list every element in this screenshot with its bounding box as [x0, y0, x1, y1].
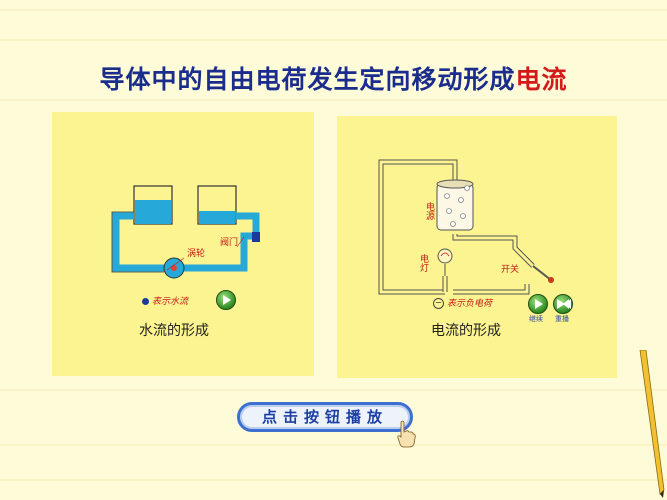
water-flow-diagram: 阀门 涡轮 [111, 185, 260, 279]
water-caption: 水流的形成 [139, 323, 209, 339]
play-all-button[interactable]: 点击按钮播放 [237, 402, 413, 432]
title-highlight: 电流 [515, 65, 568, 94]
negative-charge-icon: − [433, 298, 444, 309]
circuit-continue-button[interactable] [528, 294, 548, 314]
water-legend: 表示水流 [142, 294, 188, 307]
turbine-label: 涡轮 [187, 247, 205, 259]
circuit-panel: 电源 电灯 开关 −表示负电荷 继续 重播 电流的形成 [337, 116, 617, 378]
page-title: 导体中的自由电荷发生定向移动形成电流 [0, 60, 667, 96]
water-dot-icon [142, 298, 149, 305]
circuit-diagram: 电源 电灯 开关 [378, 159, 554, 295]
rewind-label: 重播 [555, 315, 569, 323]
circuit-caption: 电流的形成 [431, 323, 501, 339]
lamp-label: 电灯 [418, 253, 429, 273]
water-flow-panel: 阀门 涡轮 表示水流 水流的形成 [52, 112, 314, 376]
valve-label: 阀门 [220, 236, 238, 248]
water-play-button[interactable] [216, 290, 236, 310]
title-main: 导体中的自由电荷发生定向移动形成 [99, 65, 516, 94]
hand-pointer-icon [397, 420, 416, 448]
continue-label: 继续 [529, 315, 543, 323]
charge-legend: −表示负电荷 [433, 296, 492, 309]
pencil-icon [639, 350, 665, 498]
switch-label: 开关 [501, 263, 519, 275]
circuit-rewind-button[interactable] [553, 294, 573, 314]
power-label: 电源 [424, 201, 435, 221]
